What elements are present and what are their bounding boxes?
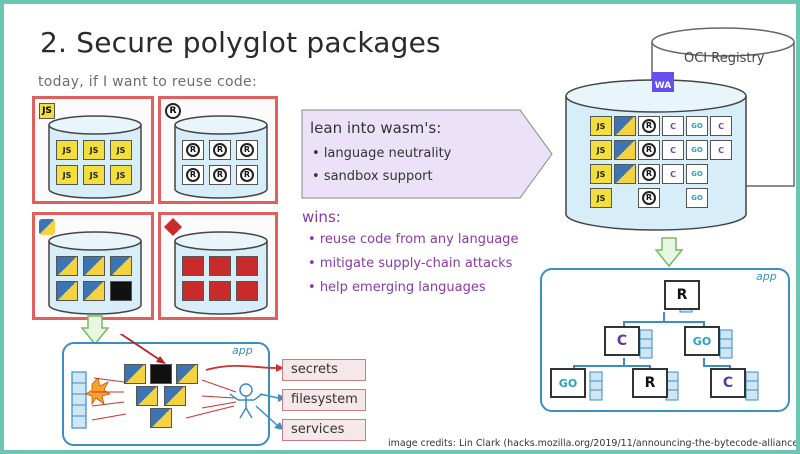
- ruby-package-tile: [236, 281, 258, 301]
- registry-package-tile: [614, 164, 636, 184]
- filesystem-resource: filesystem: [282, 389, 366, 411]
- wins-item: • help emerging languages: [308, 280, 486, 295]
- ruby-package-tile: [182, 256, 204, 276]
- registry-package-tile: C: [662, 164, 684, 184]
- slide-subtitle: today, if I want to reuse code:: [38, 74, 257, 90]
- dependency-node: R: [664, 280, 700, 310]
- js-package-tile: JS: [110, 165, 132, 185]
- dependency-node: C: [710, 368, 746, 398]
- secrets-resource: secrets: [282, 359, 366, 381]
- registry-package-tile: GO: [686, 188, 708, 208]
- r-package-tile: R: [209, 140, 231, 160]
- registry-package-tile: R: [638, 116, 660, 136]
- wasm-bullet-text: language neutrality: [323, 146, 452, 161]
- r-badge-text: R: [169, 106, 177, 116]
- ruby-package-tile: [182, 281, 204, 301]
- wins-item-text: mitigate supply-chain attacks: [319, 256, 513, 271]
- left-app-diagram: [71, 334, 286, 430]
- js-package-tile: JS: [83, 165, 105, 185]
- js-package-tile: JS: [56, 165, 78, 185]
- registry-package-tile: JS: [590, 188, 612, 208]
- js-package-tile: JS: [83, 140, 105, 160]
- js-package-tile: JS: [56, 140, 78, 160]
- webassembly-logo-icon: WA: [652, 72, 674, 92]
- r-package-tile: R: [182, 165, 204, 185]
- dependency-node: GO: [684, 326, 720, 356]
- wins-item-text: reuse code from any language: [319, 232, 519, 247]
- registry-package-tile: C: [662, 140, 684, 160]
- js-badge-icon: JS: [39, 103, 55, 119]
- python-badge-icon: [39, 219, 55, 235]
- registry-package-tile: R: [638, 140, 660, 160]
- dependency-node: C: [604, 326, 640, 356]
- r-package-tile: R: [236, 140, 258, 160]
- app-package-tile: [136, 386, 158, 406]
- python-package-tile: [56, 281, 78, 301]
- resource-label: filesystem: [291, 392, 358, 407]
- malicious-package-tile: [150, 364, 172, 384]
- app-package-tile: [176, 364, 198, 384]
- registry-package-tile: GO: [686, 164, 708, 184]
- app-package-tile: [164, 386, 186, 406]
- r-package-tile: R: [182, 140, 204, 160]
- wasm-bullet: • sandbox support: [312, 169, 433, 184]
- resource-label: secrets: [291, 362, 338, 377]
- down-arrow-left-icon: [80, 315, 110, 346]
- registry-package-tile: JS: [590, 116, 612, 136]
- app-package-tile: [124, 364, 146, 384]
- dependency-node: GO: [550, 368, 586, 398]
- js-package-tile: JS: [110, 140, 132, 160]
- r-badge-icon: R: [165, 103, 181, 119]
- wins-item: • mitigate supply-chain attacks: [308, 256, 513, 271]
- registry-package-tile: [614, 140, 636, 160]
- resource-label: services: [291, 422, 345, 437]
- registry-package-tile: C: [662, 116, 684, 136]
- wins-title: wins:: [302, 208, 341, 226]
- wasm-panel-shape: [301, 109, 553, 199]
- python-package-tile: [83, 281, 105, 301]
- registry-package-tile: [614, 116, 636, 136]
- image-credits: image credits: Lin Clark (hacks.mozilla.…: [388, 438, 796, 449]
- ruby-package-tile: [236, 256, 258, 276]
- right-app-label: app: [756, 270, 777, 283]
- dependency-node: R: [632, 368, 668, 398]
- wasm-bullet: • language neutrality: [312, 146, 452, 161]
- registry-package-tile: R: [638, 188, 660, 208]
- slide-title: 2. Secure polyglot packages: [40, 26, 441, 59]
- services-resource: services: [282, 419, 366, 441]
- python-package-tile: [110, 281, 132, 301]
- registry-package-tile: GO: [686, 116, 708, 136]
- ruby-package-tile: [209, 281, 231, 301]
- registry-package-tile: C: [710, 140, 732, 160]
- r-package-tile: R: [236, 165, 258, 185]
- registry-package-tile: JS: [590, 140, 612, 160]
- registry-package-tile: R: [638, 164, 660, 184]
- python-package-tile: [83, 256, 105, 276]
- oci-registry-label: OCI Registry: [684, 51, 765, 66]
- slide: 2. Secure polyglot packages today, if I …: [4, 4, 796, 450]
- python-package-tile: [56, 256, 78, 276]
- wins-item: • reuse code from any language: [308, 232, 519, 247]
- right-app-dependency-tree: [573, 283, 759, 401]
- wins-item-text: help emerging languages: [319, 280, 486, 295]
- left-app-label: app: [232, 344, 253, 357]
- ruby-package-tile: [209, 256, 231, 276]
- r-package-tile: R: [209, 165, 231, 185]
- app-package-tile: [150, 408, 172, 428]
- wasm-panel-title: lean into wasm's:: [310, 119, 442, 137]
- python-package-tile: [110, 256, 132, 276]
- wasm-bullet-text: sandbox support: [323, 169, 433, 184]
- registry-package-tile: C: [710, 116, 732, 136]
- down-arrow-right-icon: [654, 237, 684, 268]
- registry-package-tile: JS: [590, 164, 612, 184]
- registry-package-tile: GO: [686, 140, 708, 160]
